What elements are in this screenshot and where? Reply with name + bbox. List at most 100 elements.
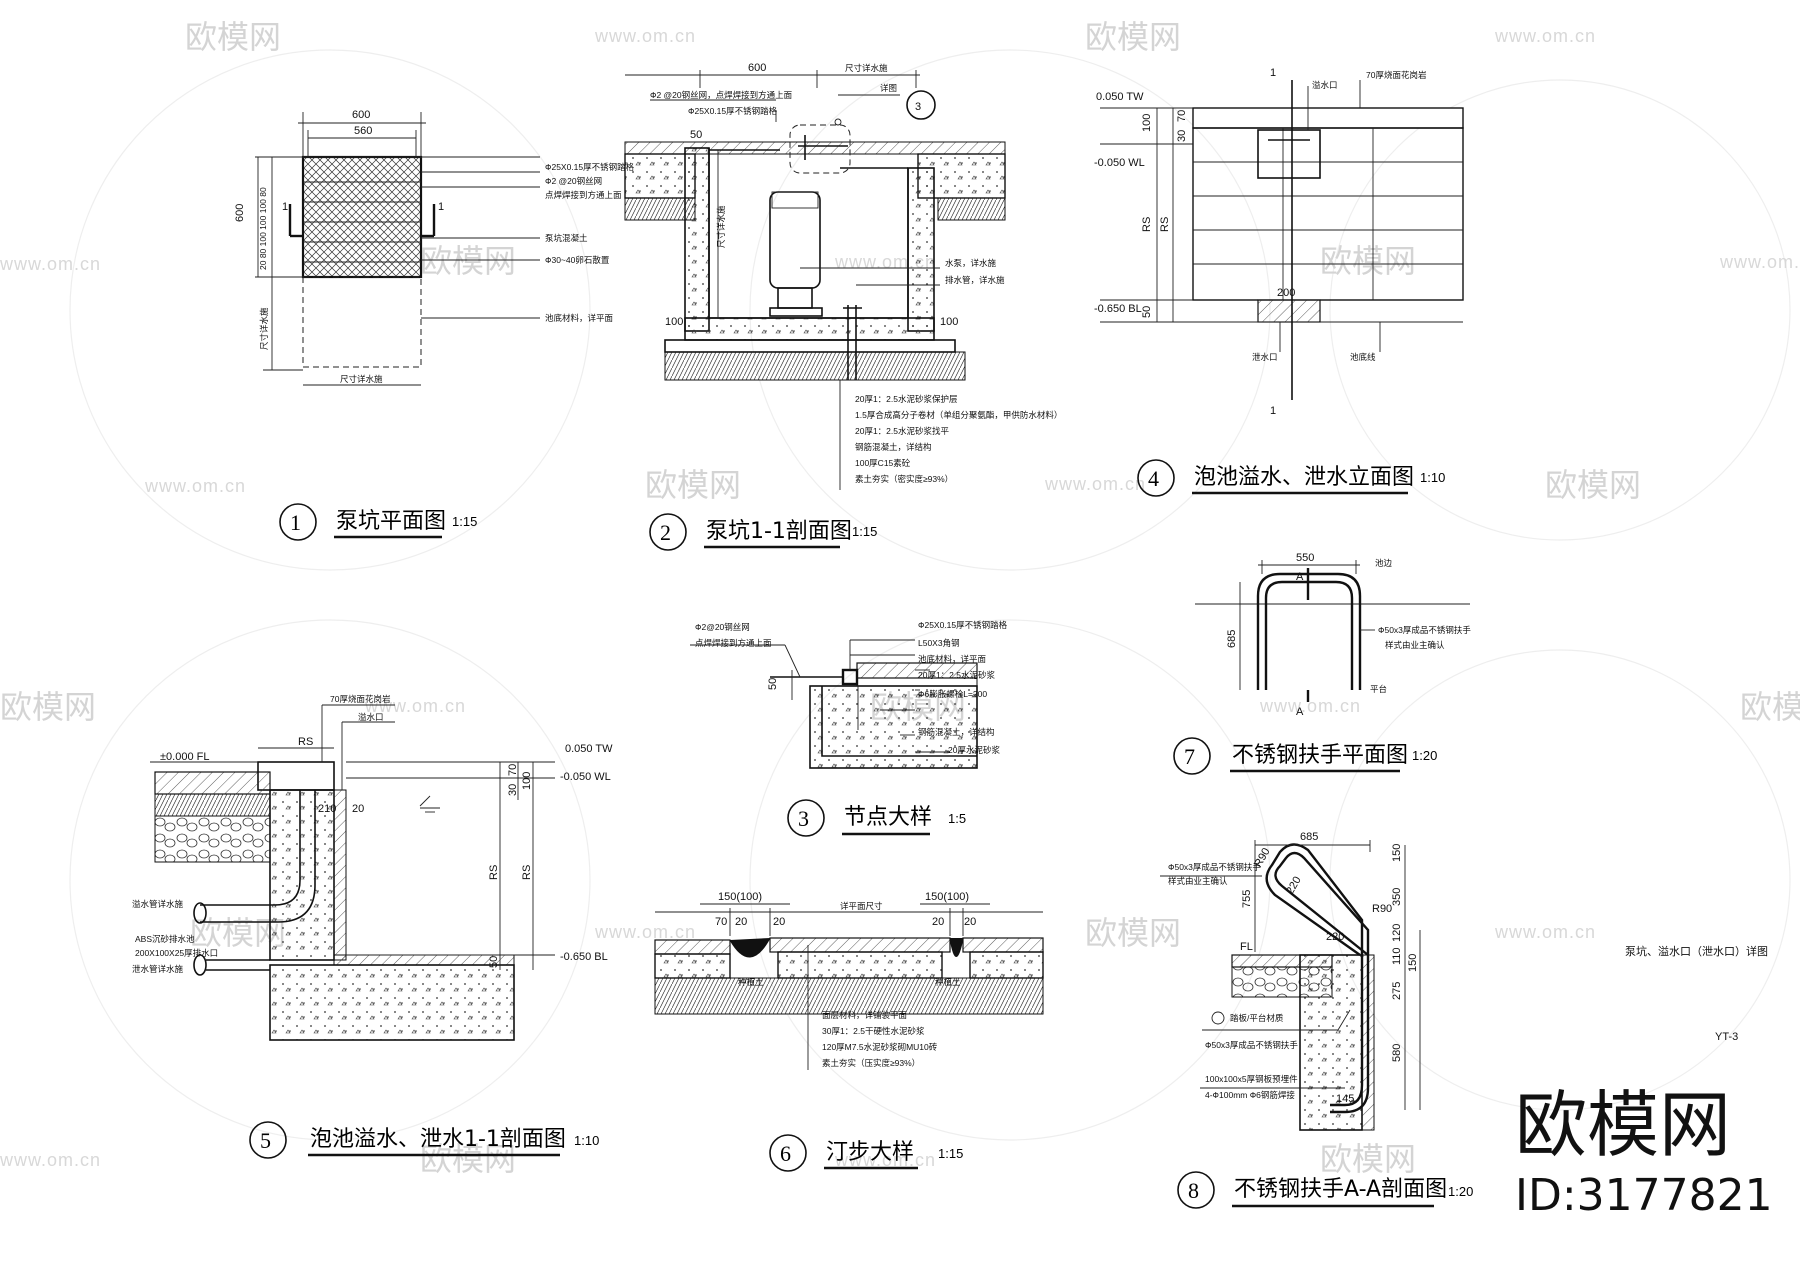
dim-label: 尺寸详水施 bbox=[716, 205, 726, 248]
drawing-title: 泡池溢水、泄水1-1剖面图 bbox=[310, 1127, 566, 1152]
leader-note: Ф50x3厚成品不锈钢扶手 bbox=[1168, 862, 1261, 872]
layer-note: 20厚1：2.5水泥砂浆保护层 bbox=[855, 394, 958, 404]
dim-label: 150(100) bbox=[925, 891, 969, 903]
leader-note: Ф6膨胀螺栓L=200 bbox=[918, 689, 987, 699]
dim-label: 20 bbox=[352, 803, 364, 815]
leader-note: 70厚烧面花岗岩 bbox=[330, 694, 391, 704]
level-label: ±0.000 FL bbox=[160, 751, 209, 763]
dim-label: 150 bbox=[1407, 954, 1419, 972]
layer-note: 钢筋混凝土，详结构 bbox=[855, 442, 932, 452]
watermark-url: www.om.cn bbox=[1494, 922, 1596, 942]
cut-label: 1 bbox=[1270, 405, 1276, 417]
dim-label: 30 bbox=[507, 784, 519, 796]
dim-label: 600 bbox=[352, 109, 370, 121]
leader-note: 100x100x5厚钢板预埋件 bbox=[1205, 1074, 1298, 1084]
leader-note: 平台 bbox=[1370, 684, 1387, 694]
callout-number: 3 bbox=[915, 101, 921, 113]
dim-label: RS bbox=[1159, 217, 1171, 232]
watermark-url: www.om.cn bbox=[144, 476, 246, 496]
drawing-4-overflow-elevation: 0.050 TW -0.050 WL -0.650 BL 100 30 70 R… bbox=[1094, 67, 1464, 497]
dim-label: 尺寸详水施 bbox=[259, 307, 269, 350]
leader-note: Ф2@20钢丝网 bbox=[695, 622, 750, 632]
cut-label: 1 bbox=[438, 201, 444, 213]
dim-label: RS bbox=[521, 865, 533, 880]
leader-note: 钢筋混凝土，详结构 bbox=[918, 727, 995, 737]
drawing-scale: 1:10 bbox=[574, 1133, 599, 1148]
watermark-brand: 欧模网 bbox=[1085, 914, 1181, 952]
drawing-title: 泵坑1-1剖面图 bbox=[706, 519, 852, 544]
dim-label: 50 bbox=[488, 956, 500, 968]
dim-label: 20 bbox=[932, 916, 944, 928]
leader-note: 泄水口 bbox=[1252, 352, 1278, 362]
watermark-url: www.om.cn bbox=[594, 922, 696, 942]
dim-label: 20 bbox=[964, 916, 976, 928]
drawing-scale: 1:15 bbox=[938, 1146, 963, 1161]
cut-label: 1 bbox=[1270, 67, 1276, 79]
leader-note: 踏板/平台材质 bbox=[1230, 1013, 1284, 1023]
level-label: 0.050 TW bbox=[1096, 91, 1144, 103]
cut-label: 1 bbox=[282, 201, 288, 213]
dim-label: 100 bbox=[1141, 114, 1153, 132]
layer-note: 素土夯实（密实度≥93%） bbox=[855, 474, 953, 484]
dim-label: 120 bbox=[1391, 924, 1403, 942]
dim-label: RS bbox=[488, 865, 500, 880]
drawing-title: 不锈钢扶手A-A剖面图 bbox=[1234, 1177, 1447, 1202]
leader-note: 200X100X25厚排水口 bbox=[135, 948, 218, 958]
dim-label: 200 bbox=[1277, 287, 1295, 299]
drawing-5-overflow-section: ±0.000 FL 0.050 TW -0.050 WL -0.650 BL R… bbox=[132, 694, 613, 1159]
drawing-2-pump-pit-section: 600 尺寸详水施 50 100 100 尺寸详水施 3 bbox=[624, 62, 1062, 551]
leader-note: 20厚1：2.5水泥砂浆 bbox=[918, 670, 995, 680]
leader-note: ABS沉砂排水池 bbox=[135, 934, 195, 944]
leader-note: 池底线 bbox=[1350, 352, 1376, 362]
leader-note: 池底材料，详平面 bbox=[545, 313, 614, 323]
dim-label: RS bbox=[1141, 217, 1153, 232]
dim-label: 685 bbox=[1226, 630, 1238, 648]
leader-note: 样式由业主确认 bbox=[1385, 640, 1445, 650]
dim-label: 100 bbox=[665, 316, 683, 328]
drawing-number: 8 bbox=[1188, 1178, 1199, 1203]
dim-label: 580 bbox=[1391, 1044, 1403, 1062]
watermark-brand: 欧模网 bbox=[645, 466, 741, 504]
leader-note: Ф25X0.15厚不锈钢踏格 bbox=[918, 620, 1008, 630]
leader-note: Ф25X0.15厚不锈钢踏格 bbox=[688, 106, 778, 116]
level-label: 0.050 TW bbox=[565, 743, 613, 755]
drawing-scale: 1:15 bbox=[852, 524, 877, 539]
watermark-url: www.om.cn bbox=[1494, 26, 1596, 46]
leader-note: 池底材料，详平面 bbox=[918, 654, 987, 664]
leader-note: L50X3角钢 bbox=[918, 638, 960, 648]
dim-label: 50 bbox=[767, 678, 779, 690]
drawing-1-pump-pit-plan: 600 560 600 20 80 100 100 100 80 尺寸详水施 尺… bbox=[234, 109, 635, 541]
leader-note: 水泵，详水施 bbox=[945, 258, 997, 268]
layer-note: 30厚1：2.5干硬性水泥砂浆 bbox=[822, 1026, 925, 1036]
watermark-ring bbox=[69, 49, 1791, 1141]
drawing-number: 5 bbox=[260, 1128, 271, 1153]
dim-label: 100 bbox=[940, 316, 958, 328]
dim-label: 275 bbox=[1391, 982, 1403, 1000]
watermark-brand: 欧模网 bbox=[1085, 18, 1181, 56]
leader-note: Ф30~40卵石散置 bbox=[545, 255, 610, 265]
leader-note: 溢水管详水施 bbox=[132, 899, 184, 909]
dim-label: 560 bbox=[354, 125, 372, 137]
layer-note: 100厚C15素砼 bbox=[855, 458, 911, 468]
watermark-brand: 欧模网 bbox=[1545, 466, 1641, 504]
leader-note: 20厚水泥砂浆 bbox=[948, 745, 1000, 755]
dim-label: 350 bbox=[1391, 888, 1403, 906]
joint-label: 种植土 bbox=[935, 977, 961, 987]
dim-label: 150(100) bbox=[718, 891, 762, 903]
leader-note: 70厚烧面花岗岩 bbox=[1366, 70, 1427, 80]
dim-label: 20 bbox=[735, 916, 747, 928]
dim-label: 50 bbox=[1141, 306, 1153, 318]
callout-label: 详图 bbox=[880, 83, 897, 93]
drawing-number: 2 bbox=[660, 520, 671, 545]
sheet-caption: 泵坑、溢水口（泄水口）详图 bbox=[1625, 944, 1768, 958]
layer-note: 面层材料，详铺装平面 bbox=[822, 1010, 908, 1020]
watermark-url: www.om.cn bbox=[0, 1150, 101, 1170]
watermark-url: www.om.cn bbox=[834, 1150, 936, 1170]
leader-note: Ф2 @20钢丝网，点焊焊接到方通上面 bbox=[650, 90, 793, 100]
drawing-title: 汀步大样 bbox=[826, 1140, 914, 1165]
drawing-title: 泡池溢水、泄水立面图 bbox=[1194, 465, 1414, 490]
dim-label: 70 bbox=[1176, 110, 1188, 122]
section-label: A bbox=[1296, 706, 1304, 718]
watermark-brand: 欧模网 bbox=[420, 242, 516, 280]
drawing-title: 泵坑平面图 bbox=[336, 509, 446, 534]
